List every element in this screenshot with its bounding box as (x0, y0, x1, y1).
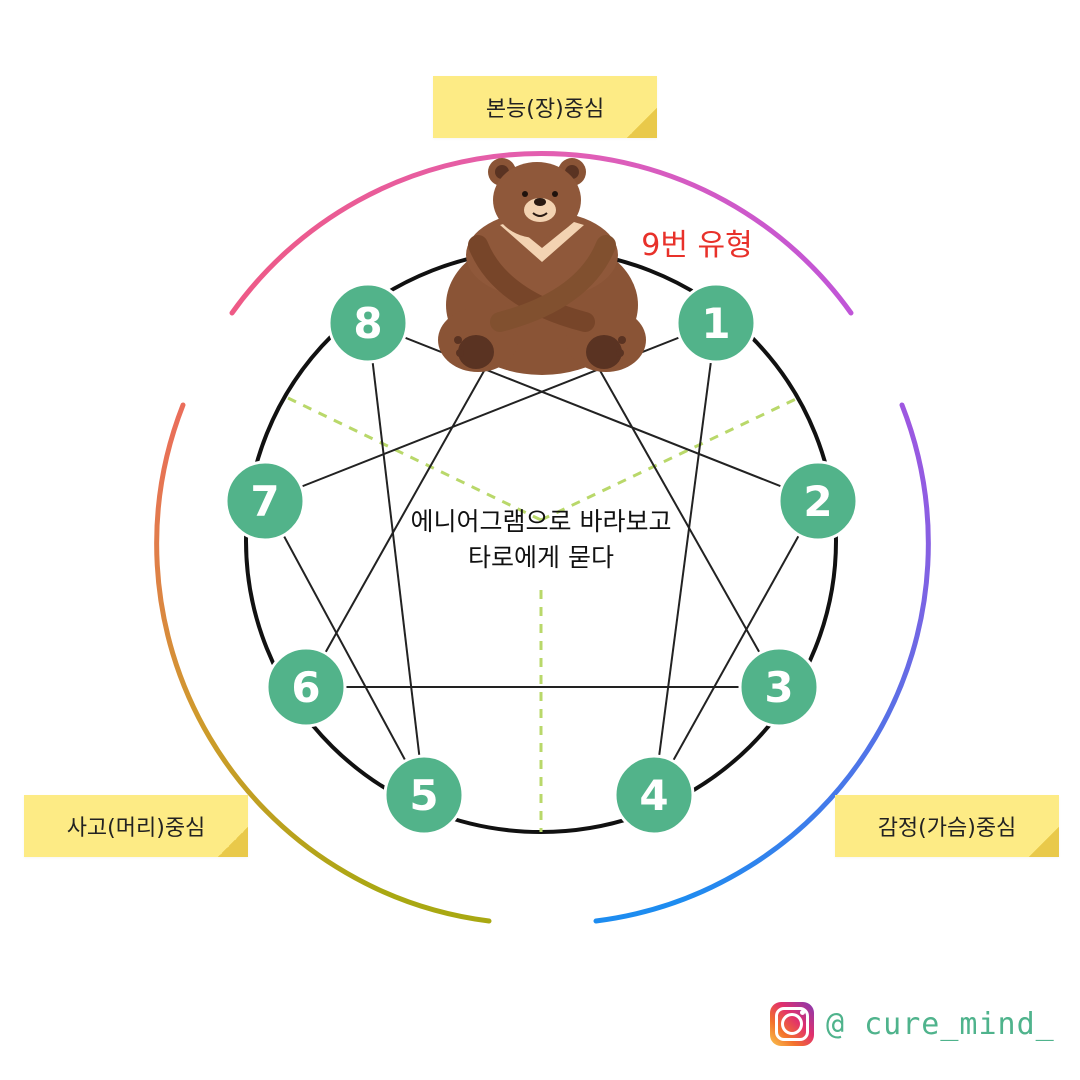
thinking-center-label: 사고(머리)중심 (66, 816, 206, 841)
edge-4-2 (653, 500, 819, 796)
diagram-title-line1: 에니어그램으로 바라보고 (411, 507, 672, 536)
edge-5-7 (264, 500, 425, 796)
instinct-center-arc (229, 151, 854, 316)
note-fold (218, 827, 248, 857)
feeling-center-note: 감정(가슴)중심 (835, 795, 1059, 857)
instagram-icon (770, 1002, 814, 1046)
instinct-center-note: 본능(장)중심 (433, 76, 657, 138)
node-circle (327, 282, 409, 364)
thinking-center-note: 사고(머리)중심 (24, 795, 248, 857)
center-dividers (287, 396, 799, 832)
node-2: 2 (777, 460, 859, 542)
node-circle (675, 282, 757, 364)
node-label: 8 (353, 299, 382, 348)
node-circle (224, 460, 306, 542)
note-fold (627, 108, 657, 138)
note-fold (1029, 827, 1059, 857)
node-8: 8 (327, 282, 409, 364)
node-7: 7 (224, 460, 306, 542)
node-label: 6 (291, 663, 320, 712)
node-circle (265, 646, 347, 728)
social-handle[interactable]: @ cure_mind_ (770, 1000, 1055, 1048)
instagram-handle-text: @ cure_mind_ (826, 1006, 1055, 1042)
node-3: 3 (738, 646, 820, 728)
node-5: 5 (383, 754, 465, 836)
edge-1-4 (653, 322, 717, 796)
type-nine-label: 9번 유형 (641, 228, 752, 263)
node-label: 1 (701, 299, 730, 348)
node-label: 5 (409, 771, 438, 820)
feeling-center-arc (593, 402, 931, 924)
node-circle (738, 646, 820, 728)
node-6: 6 (265, 646, 347, 728)
node-1: 1 (675, 282, 757, 364)
node-4: 4 (613, 754, 695, 836)
node-circle (777, 460, 859, 542)
node-label: 3 (764, 663, 793, 712)
node-label: 7 (250, 477, 279, 526)
node-circle (613, 754, 695, 836)
edge-8-5 (367, 322, 425, 796)
thinking-center-arc (154, 402, 492, 924)
diagram-title-line2: 타로에게 묻다 (468, 543, 614, 572)
node-label: 4 (639, 771, 668, 820)
node-label: 2 (803, 477, 832, 526)
feeling-center-label: 감정(가슴)중심 (877, 816, 1017, 841)
node-circle (383, 754, 465, 836)
instinct-center-label: 본능(장)중심 (485, 97, 605, 122)
enneagram-nodes: 1 2 3 4 5 6 7 8 (224, 282, 859, 836)
bear-icon (438, 158, 646, 375)
